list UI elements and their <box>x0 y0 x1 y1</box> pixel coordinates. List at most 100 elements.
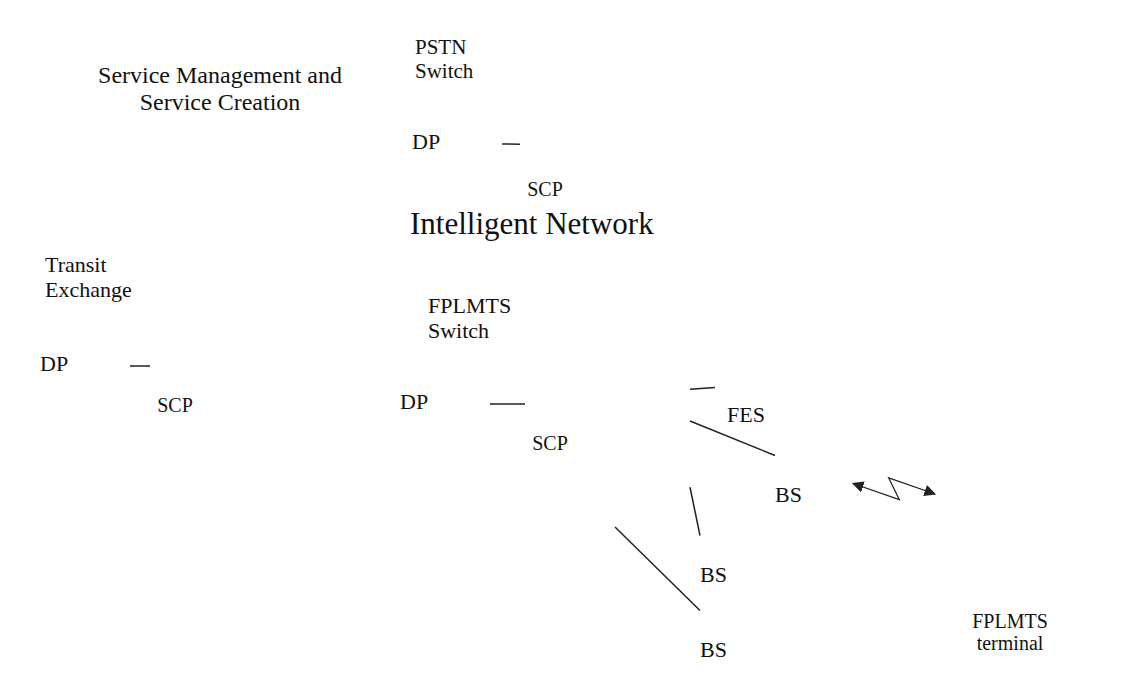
box-top <box>156 322 194 332</box>
box-front <box>156 332 184 392</box>
box-top <box>574 292 610 301</box>
tower-legs <box>740 539 760 589</box>
rack-lines <box>521 56 539 85</box>
house <box>830 22 866 66</box>
network-region: Intelligent Network Service Management an… <box>0 0 1010 677</box>
database-cylinder <box>86 342 126 388</box>
control-point: SCP <box>525 360 577 458</box>
trunk-line <box>560 346 562 361</box>
subscriber-line <box>575 50 893 172</box>
database: DP <box>412 118 502 170</box>
node-label: DP <box>412 130 440 155</box>
subscriber-line <box>575 50 715 52</box>
box-top <box>551 20 587 29</box>
box-side <box>178 263 187 304</box>
box-front <box>201 266 228 298</box>
switch-icon <box>147 237 237 311</box>
rack-lines <box>526 308 544 337</box>
node-label: BS <box>700 638 727 663</box>
telephone-dial <box>811 235 816 240</box>
connector-line <box>615 527 700 611</box>
telephone-dial <box>891 155 896 160</box>
trunk-line <box>485 248 540 292</box>
telephone <box>641 25 659 36</box>
handset <box>966 494 993 543</box>
telephone-dial <box>846 49 851 54</box>
radio-link <box>778 95 1025 360</box>
hair <box>995 486 1050 515</box>
box-side <box>546 46 555 87</box>
region-outline <box>49 24 396 174</box>
database: DP <box>400 378 490 430</box>
rack-lines <box>575 51 593 80</box>
box-front <box>515 54 546 86</box>
tower-legs <box>740 614 760 664</box>
radio-waves <box>753 531 756 541</box>
mobile-terminal: FPLMTS terminal <box>935 470 1085 670</box>
solar-panel <box>1081 54 1116 81</box>
base-station: BS <box>700 600 778 670</box>
keyboard <box>176 378 198 389</box>
subscriber-line <box>575 50 890 116</box>
satellite-body <box>1056 67 1088 98</box>
switch-region: PSTN SwitchDPSCP <box>385 8 760 220</box>
telephone <box>771 28 789 39</box>
base-station: BS <box>775 445 853 515</box>
subscriber-line <box>575 50 848 66</box>
subscriber-line <box>575 50 813 252</box>
box-front <box>551 29 578 55</box>
control-point: SCP <box>150 322 202 420</box>
box-top <box>520 298 559 307</box>
radio-waves <box>758 522 766 550</box>
switch-region: Transit ExchangeDPSCP <box>15 225 370 470</box>
trunk-line <box>205 205 210 241</box>
box-top <box>547 292 583 301</box>
house-outline <box>840 182 876 226</box>
rack-lines <box>562 282 580 304</box>
database-cylinder <box>458 120 498 166</box>
scp-icon <box>156 322 198 392</box>
box-side <box>583 272 592 306</box>
connector-line <box>502 143 520 145</box>
node-label: FPLMTS terminal <box>960 610 1060 655</box>
connector-line <box>130 365 150 367</box>
box-side <box>559 360 569 430</box>
house-outline <box>697 8 733 52</box>
box-side <box>574 292 583 346</box>
connector-line <box>690 388 715 390</box>
switch-icon <box>520 272 610 346</box>
box-front <box>147 271 178 303</box>
house-outline <box>762 5 798 49</box>
radio-waves <box>758 597 766 625</box>
term-icon <box>964 472 1052 600</box>
house <box>795 208 831 252</box>
house <box>762 5 798 49</box>
dp-icon <box>458 120 498 166</box>
dish <box>723 345 767 384</box>
bs-icon <box>815 442 841 509</box>
satellite-antenna <box>1068 87 1092 107</box>
house <box>872 72 908 116</box>
node-label: Intelligent Network <box>410 207 654 242</box>
rack-lines <box>189 247 207 269</box>
box-top <box>569 40 605 49</box>
database-top <box>458 120 498 134</box>
fes-icon <box>723 345 767 395</box>
box-top <box>526 106 564 116</box>
service-region: Service Management and Service Creation <box>40 20 400 180</box>
box-top <box>542 40 578 49</box>
house <box>697 8 733 52</box>
database-top <box>446 380 486 394</box>
ear <box>1025 524 1035 540</box>
bs-icon <box>740 597 766 664</box>
radio-waves <box>828 451 831 461</box>
node-label: PSTN Switch <box>415 36 500 83</box>
house <box>875 128 911 172</box>
tower-antenna <box>747 531 753 540</box>
node-label: DP <box>400 390 428 415</box>
node-label: BS <box>775 483 802 508</box>
box-side <box>602 292 611 333</box>
tower-legs <box>815 459 835 509</box>
region-outline <box>394 14 756 215</box>
switch-icon <box>515 20 605 94</box>
